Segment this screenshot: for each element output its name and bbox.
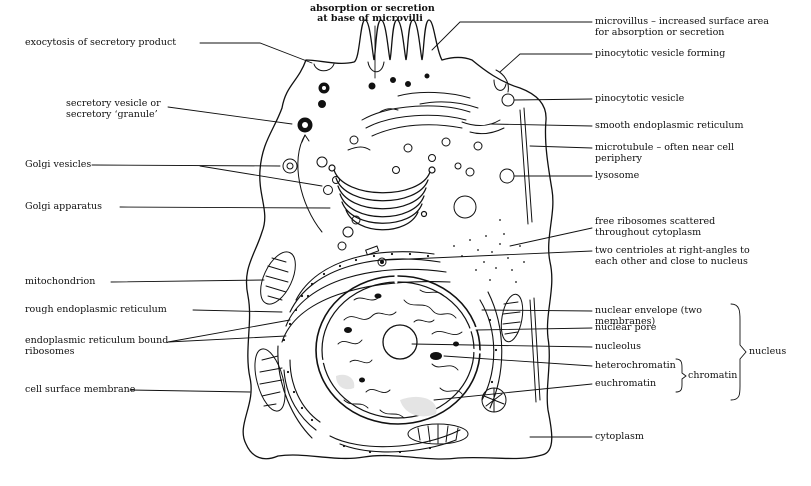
label-pinocytotic-vesicle: pinocytotic vesicle: [595, 93, 685, 104]
golgi-vesicle: [342, 226, 354, 238]
label-nuclear-pore: nuclear pore: [595, 322, 657, 333]
label-heterochromatin: heterochromatin: [595, 360, 676, 371]
label-golgi-vesicles: Golgi vesicles: [25, 159, 92, 170]
cell-surface-membrane: [242, 19, 554, 460]
secretion-arrow: [297, 134, 323, 233]
mitochondrion: [260, 251, 296, 305]
label-secretory-line1: secretory vesicle or: [66, 98, 161, 109]
label-cytoplasm: cytoplasm: [595, 431, 644, 442]
label-cell-surface-membrane: cell surface membrane: [25, 384, 136, 395]
mitochondrion: [407, 423, 469, 445]
label-nuclear-envelope-line1: nuclear envelope (two: [595, 305, 703, 316]
mitochondrion: [254, 348, 286, 412]
nucleus: [315, 274, 482, 425]
label-er-bound-line2: ribosomes: [25, 346, 75, 357]
free-ribosomes: [453, 219, 525, 283]
chromatin-threads: [337, 289, 463, 419]
lysosome: [499, 168, 515, 184]
label-centrioles-line1: two centrioles at right-angles to: [595, 245, 750, 256]
label-er-bound-line1: endoplasmic reticulum bound: [25, 335, 169, 346]
label-microvillus-line2: for absorption or secretion: [595, 27, 725, 38]
label-lysosome: lysosome: [595, 170, 640, 181]
label-exocytosis: exocytosis of secretory product: [25, 37, 177, 48]
label-centrioles-line2: each other and close to nucleus: [595, 256, 748, 267]
vesicle-near-surface: [318, 100, 326, 108]
lysosome-large: [453, 195, 477, 219]
label-chromatin: chromatin: [688, 370, 738, 381]
label-absorption-line1: absorption or secretion: [310, 3, 435, 14]
label-mitochondrion: mitochondrion: [25, 276, 96, 287]
smooth-er: [347, 91, 505, 151]
nucleolus: [382, 324, 418, 360]
label-free-ribosomes-line1: free ribosomes scattered: [595, 216, 716, 227]
cytoplasm-vesicles: [316, 135, 483, 184]
heterochromatin-clumps: [344, 293, 459, 383]
pinocytotic-forming: [493, 79, 507, 91]
label-golgi-apparatus: Golgi apparatus: [25, 201, 102, 212]
golgi-vesicle: [337, 241, 347, 251]
label-pinocytotic-forming: pinocytotic vesicle forming: [595, 48, 726, 59]
golgi-vesicle: [323, 185, 333, 195]
label-microvillus-line1: microvillus – increased surface area: [595, 16, 769, 27]
label-nucleolus: nucleolus: [595, 341, 641, 352]
label-secretory-line2: secretory ‘granule’: [66, 109, 158, 120]
label-microtubule-line2: periphery: [595, 153, 643, 164]
golgi-vesicle: [282, 158, 298, 174]
centrioles: [365, 245, 387, 267]
rough-er: [277, 251, 503, 453]
label-nucleus: nucleus: [749, 346, 787, 357]
pinocytotic-vesicle: [501, 93, 515, 107]
label-euchromatin: euchromatin: [595, 378, 657, 389]
golgi-vesicle: [351, 215, 361, 225]
er-bound-ribosomes: [282, 252, 498, 454]
label-nuclear-envelope-line2: membranes): [595, 316, 656, 327]
nuclear-envelope-inner: [321, 281, 475, 419]
nuclear-envelope-outer: [315, 275, 481, 425]
microtubules: [519, 107, 541, 403]
label-microtubule-line1: microtubule – often near cell: [595, 142, 735, 153]
label-absorption-line2: at base of microvilli: [317, 13, 423, 24]
golgi-apparatus: [328, 164, 436, 231]
exocytosis-pocket: [313, 63, 335, 72]
mitochondrion: [500, 293, 524, 343]
leader-lines: [91, 21, 747, 438]
label-rough-er: rough endoplasmic reticulum: [25, 304, 167, 315]
label-smooth-er: smooth endoplasmic reticulum: [595, 120, 744, 131]
label-free-ribosomes-line2: throughout cytoplasm: [595, 227, 702, 238]
